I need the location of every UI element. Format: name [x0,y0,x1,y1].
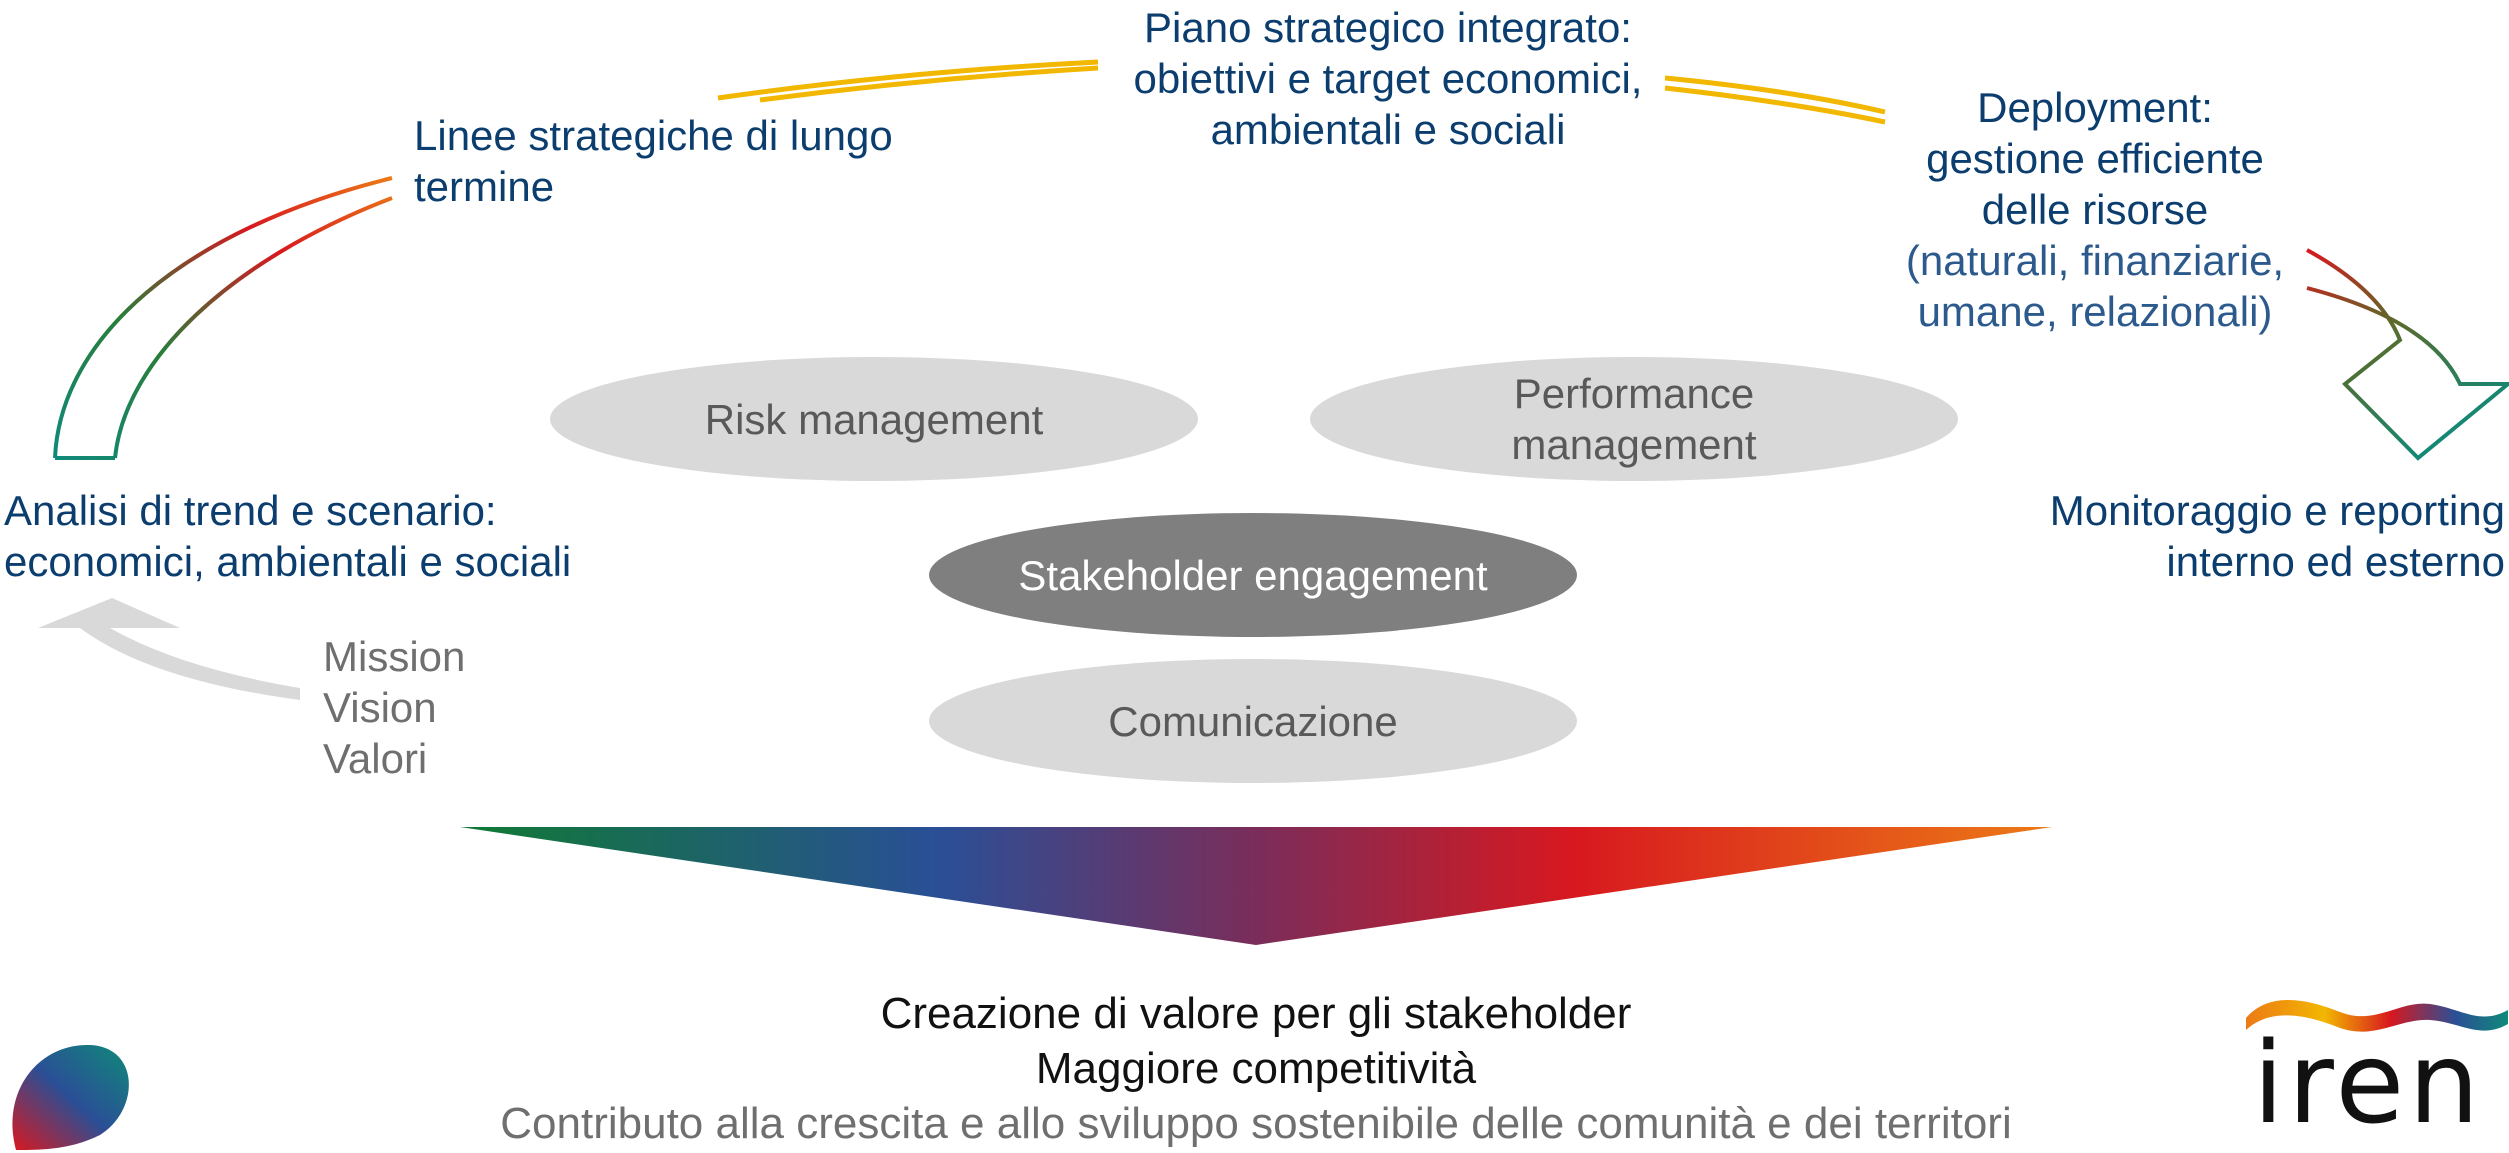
outcomes-block: Creazione di valore per gli stakeholder … [200,986,2312,1151]
iren-ribbon-icon [2246,999,2508,1032]
top-left-connector [717,59,1099,103]
outcome-line-3: Contributo alla crescita e allo sviluppo… [500,1099,2012,1148]
right-curve-arrow [2306,248,2509,461]
risk-management-ellipse: Risk management [550,357,1198,481]
outcome-line-1: Creazione di valore per gli stakeholder [880,989,1632,1038]
deployment-label: Deployment: gestione efficiente delle ri… [1905,84,2285,335]
piano-strategico-label: Piano strategico integrato: obiettivi e … [1133,4,1643,153]
stakeholder-engagement-ellipse: Stakeholder engagement [929,513,1577,637]
linee-strategiche-label: Linee strategiche di lungo termine [414,112,893,210]
mission-arrow [38,598,300,700]
mission-vision-valori-label: Mission Vision Valori [323,633,466,782]
performance-management-ellipse: Performance management [1310,357,1958,481]
comunicazione-ellipse: Comunicazione [929,659,1577,783]
top-right-connector [1664,75,1886,125]
monitoraggio-label: Monitoraggio e reporting interno ed este… [2049,487,2505,585]
left-curve-arrow [53,176,393,460]
value-triangle [460,827,2052,945]
iren-logo: iren [2252,1019,2484,1149]
drop-logo-icon [12,1044,129,1150]
outcome-line-2: Maggiore competitività [1035,1044,1477,1093]
analisi-trend-label: Analisi di trend e scenario: economici, … [4,487,572,585]
